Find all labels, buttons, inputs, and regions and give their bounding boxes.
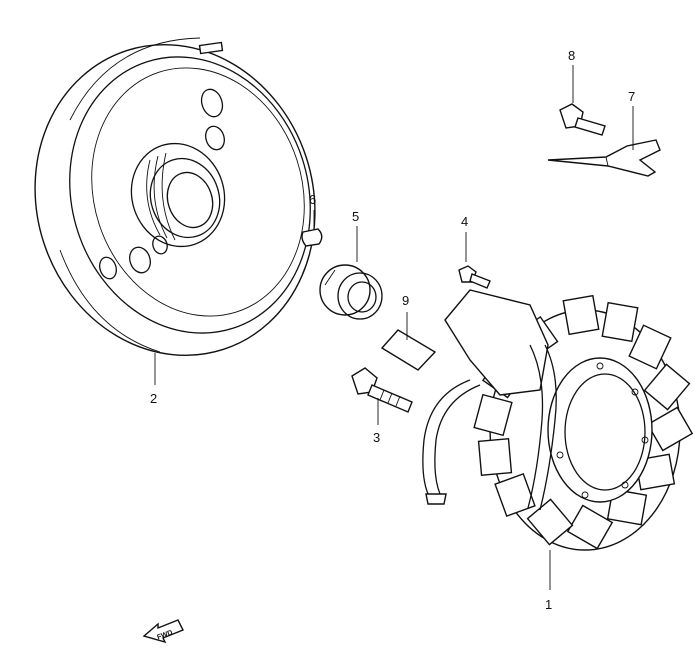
- callout-4: 4: [461, 214, 468, 229]
- stator-bolt: [351, 367, 413, 413]
- callout-7: 7: [628, 89, 635, 104]
- flywheel-rotor: [34, 37, 316, 356]
- sheet-pad: [380, 329, 437, 371]
- rotor-nut: [319, 264, 383, 320]
- stator-assembly: [422, 289, 694, 551]
- woodruff-key: [301, 228, 323, 247]
- leader-lines: [154, 65, 634, 590]
- callout-2: 2: [150, 391, 157, 406]
- callout-8: 8: [568, 48, 575, 63]
- callout-9: 9: [402, 293, 409, 308]
- callout-3: 3: [373, 430, 380, 445]
- forward-arrow-icon: FWD: [142, 619, 184, 644]
- callout-6: 6: [309, 192, 316, 207]
- callout-5: 5: [352, 209, 359, 224]
- wire-clamp: [547, 139, 661, 177]
- callout-1: 1: [545, 597, 552, 612]
- small-screw: [458, 265, 491, 289]
- clamp-bolt: [559, 103, 606, 136]
- callout-labels: 1 2 3 4 5 6 7 8 9: [150, 48, 635, 612]
